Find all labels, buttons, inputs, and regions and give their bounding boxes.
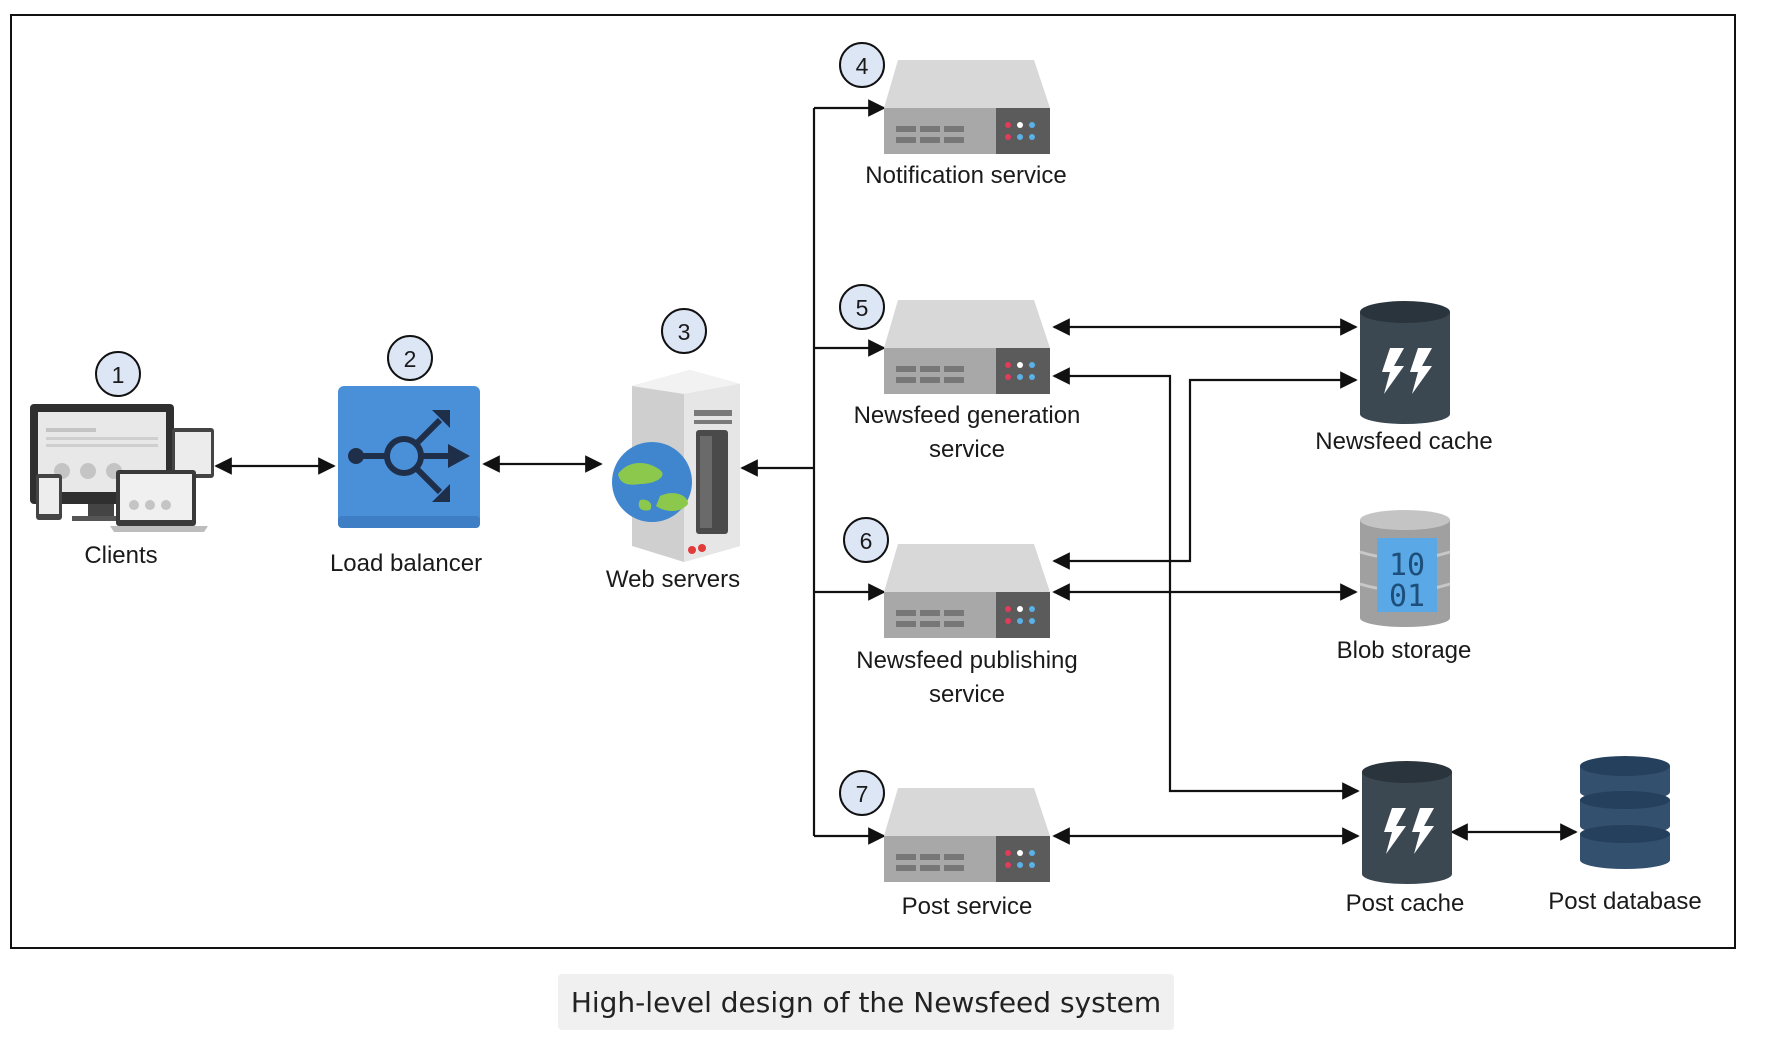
post-service-node: 7 Post service <box>839 770 1050 920</box>
step-number-2: 2 <box>404 346 417 372</box>
post-cache-label: Post cache <box>1346 890 1465 917</box>
blob-digits-bottom: 01 <box>1389 579 1425 614</box>
server-rack-icon <box>884 788 1050 882</box>
diagram-frame <box>10 14 1736 949</box>
edge-generation-post-cache <box>1052 367 1360 800</box>
blob-storage-label: Blob storage <box>1337 637 1472 664</box>
connectors <box>214 99 1578 845</box>
blob-storage-icon: 10 01 <box>1359 510 1451 627</box>
step-badge-4 <box>839 42 885 88</box>
post-database-node: Post database <box>1548 756 1702 915</box>
step-badge-5 <box>839 284 885 330</box>
web-servers-label: Web servers <box>606 566 740 593</box>
server-rack-icon <box>884 300 1050 394</box>
clients-label: Clients <box>84 542 157 569</box>
notification-service-node: 4 Notification service <box>839 42 1067 189</box>
notification-service-label: Notification service <box>865 162 1066 189</box>
blob-storage-node: 10 01 Blob storage <box>1337 510 1472 664</box>
step-badge-7 <box>839 770 885 816</box>
web-server-icon <box>612 370 740 562</box>
edge-publishing-newsfeed-cache <box>1052 371 1358 570</box>
step-number-6: 6 <box>860 528 873 554</box>
caption-text: High-level design of the Newsfeed system <box>570 985 1162 1019</box>
newsfeed-publishing-label-line1: Newsfeed publishing <box>856 647 1077 674</box>
server-rack-icon <box>884 60 1050 154</box>
step-number-1: 1 <box>112 362 125 388</box>
newsfeed-cache-node: Newsfeed cache <box>1315 301 1493 455</box>
post-service-label: Post service <box>902 893 1033 920</box>
step-badge-6 <box>843 517 889 563</box>
step-badge-1 <box>95 351 141 397</box>
newsfeed-generation-node: 5 Newsfeed generation service <box>839 284 1081 463</box>
step-number-5: 5 <box>856 295 869 321</box>
load-balancer-node: 2 Load balancer <box>330 335 482 577</box>
load-balancer-label: Load balancer <box>330 550 482 577</box>
diagram-caption: High-level design of the Newsfeed system <box>558 974 1174 1030</box>
step-badge-2 <box>387 335 433 381</box>
step-number-4: 4 <box>856 53 869 79</box>
clients-node: 1 Clients <box>30 351 214 569</box>
step-badge-3 <box>661 308 707 354</box>
database-icon <box>1580 756 1670 869</box>
newsfeed-publishing-node: 6 Newsfeed publishing service <box>843 517 1078 708</box>
post-database-label: Post database <box>1548 888 1701 915</box>
newsfeed-generation-label-line1: Newsfeed generation <box>854 402 1081 429</box>
cache-lightning-icon <box>1362 761 1452 884</box>
load-balancer-icon <box>338 386 480 528</box>
post-cache-node: Post cache <box>1346 761 1465 917</box>
devices-icon <box>30 404 214 532</box>
cache-lightning-icon <box>1360 301 1450 424</box>
newsfeed-generation-label-line2: service <box>929 436 1005 463</box>
step-number-3: 3 <box>678 319 691 345</box>
step-number-7: 7 <box>856 781 869 807</box>
blob-digits-top: 10 <box>1389 548 1425 583</box>
newsfeed-cache-label: Newsfeed cache <box>1315 428 1492 455</box>
web-servers-node: 3 Web servers <box>606 308 740 593</box>
server-rack-icon <box>884 544 1050 638</box>
newsfeed-publishing-label-line2: service <box>929 681 1005 708</box>
